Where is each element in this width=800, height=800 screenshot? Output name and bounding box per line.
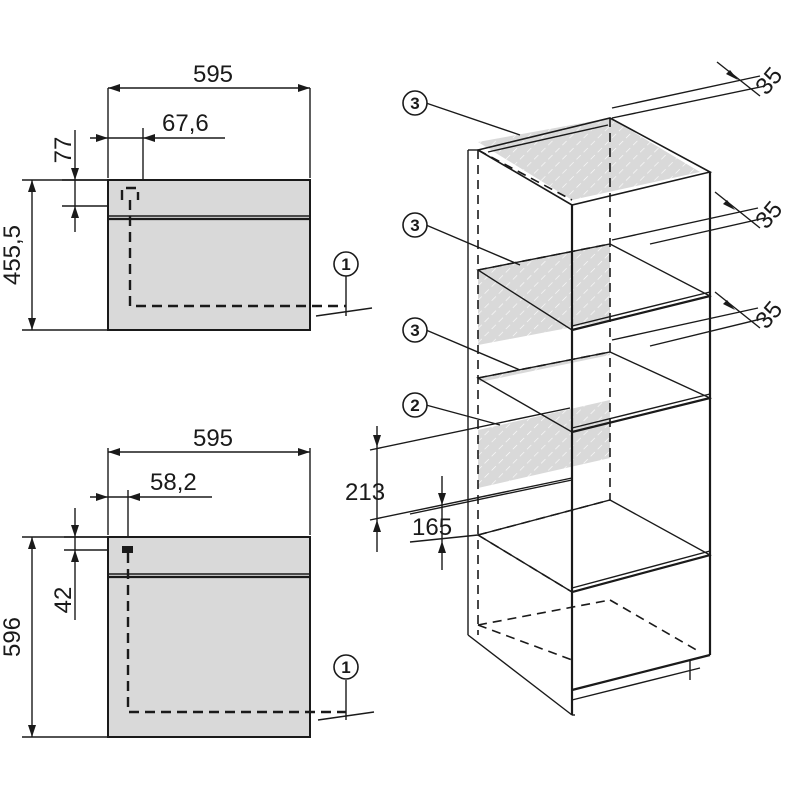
extension-line: [649, 217, 766, 245]
shelf-front-edge: [571, 550, 711, 589]
dimension-line: [714, 191, 761, 229]
arrowhead: [96, 493, 108, 501]
bottom-callout-label: 1: [341, 658, 350, 677]
callout-vent-top-label: 3: [410, 94, 419, 113]
top-width-label: 595: [193, 61, 233, 88]
top-unit-drawing: 595 67,6 77 455,5 1: [0, 61, 373, 331]
connection-box: [120, 186, 140, 200]
arrowhead: [28, 537, 36, 549]
arrowhead: [438, 541, 446, 553]
callout-opening-label: 2: [410, 396, 419, 415]
dim-165-label: 165: [412, 514, 452, 541]
arrowhead: [108, 84, 120, 92]
arrowhead: [298, 448, 310, 456]
wall-outlet-line: [315, 307, 373, 317]
leader-line: [425, 329, 521, 371]
arrowhead: [723, 200, 735, 210]
vent-edge: [487, 124, 609, 153]
lower-niche-shelf: [476, 499, 712, 593]
dimension-line: [714, 291, 761, 329]
leader-line: [425, 404, 501, 426]
extension-line: [611, 75, 761, 109]
arrowhead: [71, 206, 79, 218]
top-appliance-body: [107, 179, 311, 331]
power-cable-path: [128, 200, 346, 308]
arrowhead: [143, 134, 155, 142]
arrowhead: [28, 318, 36, 330]
callout-vent-middle-label: 3: [410, 216, 419, 235]
bottom-unit-drawing: 595 58,2 42 596 1: [0, 425, 375, 738]
plinth-edge: [571, 653, 711, 692]
shelf-front-edge: [571, 553, 711, 594]
extension-line: [611, 85, 766, 119]
dim-213-label: 213: [345, 479, 385, 506]
hidden-edge: [477, 599, 611, 626]
leader-line: [425, 102, 521, 136]
middle-vent-hatch: [478, 244, 610, 345]
extension-line: [649, 317, 766, 347]
vent-gap-lower-label: 35: [750, 296, 788, 334]
extension-line: [369, 407, 571, 451]
callout-circle: [333, 654, 359, 680]
connection-box: [122, 546, 133, 553]
opening-hatch: [478, 400, 610, 488]
arrowhead: [96, 134, 108, 142]
top-offset-x-label: 67,6: [162, 110, 209, 137]
vent-gap-top-label: 35: [750, 62, 788, 100]
shelf-front-edge: [571, 393, 711, 429]
callout-circle: [402, 317, 428, 343]
extension-line: [611, 207, 759, 241]
extension-line: [369, 477, 573, 521]
hidden-edge: [609, 599, 701, 653]
leader-line: [425, 224, 521, 266]
callout-circle: [402, 90, 428, 116]
arrowhead: [298, 84, 310, 92]
arrowhead: [71, 168, 79, 180]
dimension-line: [716, 61, 761, 97]
extension-line: [611, 307, 759, 341]
callout-circle: [402, 392, 428, 418]
bottom-offset-x-label: 58,2: [150, 469, 197, 496]
callout-circle: [333, 251, 359, 277]
shelf-front-edge: [571, 291, 711, 327]
arrowhead: [723, 300, 735, 310]
callout-circle: [402, 212, 428, 238]
plinth-edge: [571, 667, 701, 701]
bottom-height-label: 596: [0, 617, 26, 657]
extension-line: [409, 479, 573, 515]
wall-outlet-line: [317, 711, 375, 721]
arrowhead: [438, 493, 446, 505]
top-callout-label: 1: [341, 255, 350, 274]
arrowhead: [28, 180, 36, 192]
cabinet-bottom-edge: [467, 634, 573, 716]
top-offset-y-label: 77: [50, 137, 77, 164]
tall-cabinet-drawing: 35 35 35 213 165 3 3: [345, 61, 788, 716]
top-vent-hatch: [478, 118, 700, 200]
arrowhead: [128, 493, 140, 501]
power-cable-path: [126, 553, 346, 714]
arrowhead: [71, 550, 79, 562]
top-height-label: 455,5: [0, 225, 26, 285]
bottom-offset-y-label: 42: [50, 587, 77, 614]
bottom-appliance-body: [107, 536, 311, 738]
arrowhead: [28, 725, 36, 737]
arrowhead: [108, 448, 120, 456]
arrowhead: [71, 525, 79, 537]
bottom-width-label: 595: [193, 425, 233, 452]
shelf-front-edge: [571, 396, 711, 434]
arrowhead: [726, 70, 738, 80]
shelf-front-edge: [571, 294, 711, 332]
arrowhead: [373, 435, 381, 447]
extension-line: [409, 534, 479, 543]
callout-vent-lower-label: 3: [410, 321, 419, 340]
vent-gap-middle-label: 35: [750, 196, 788, 234]
arrowhead: [373, 520, 381, 532]
hidden-edge: [477, 624, 573, 661]
lower-vent-hatch: [478, 352, 610, 382]
